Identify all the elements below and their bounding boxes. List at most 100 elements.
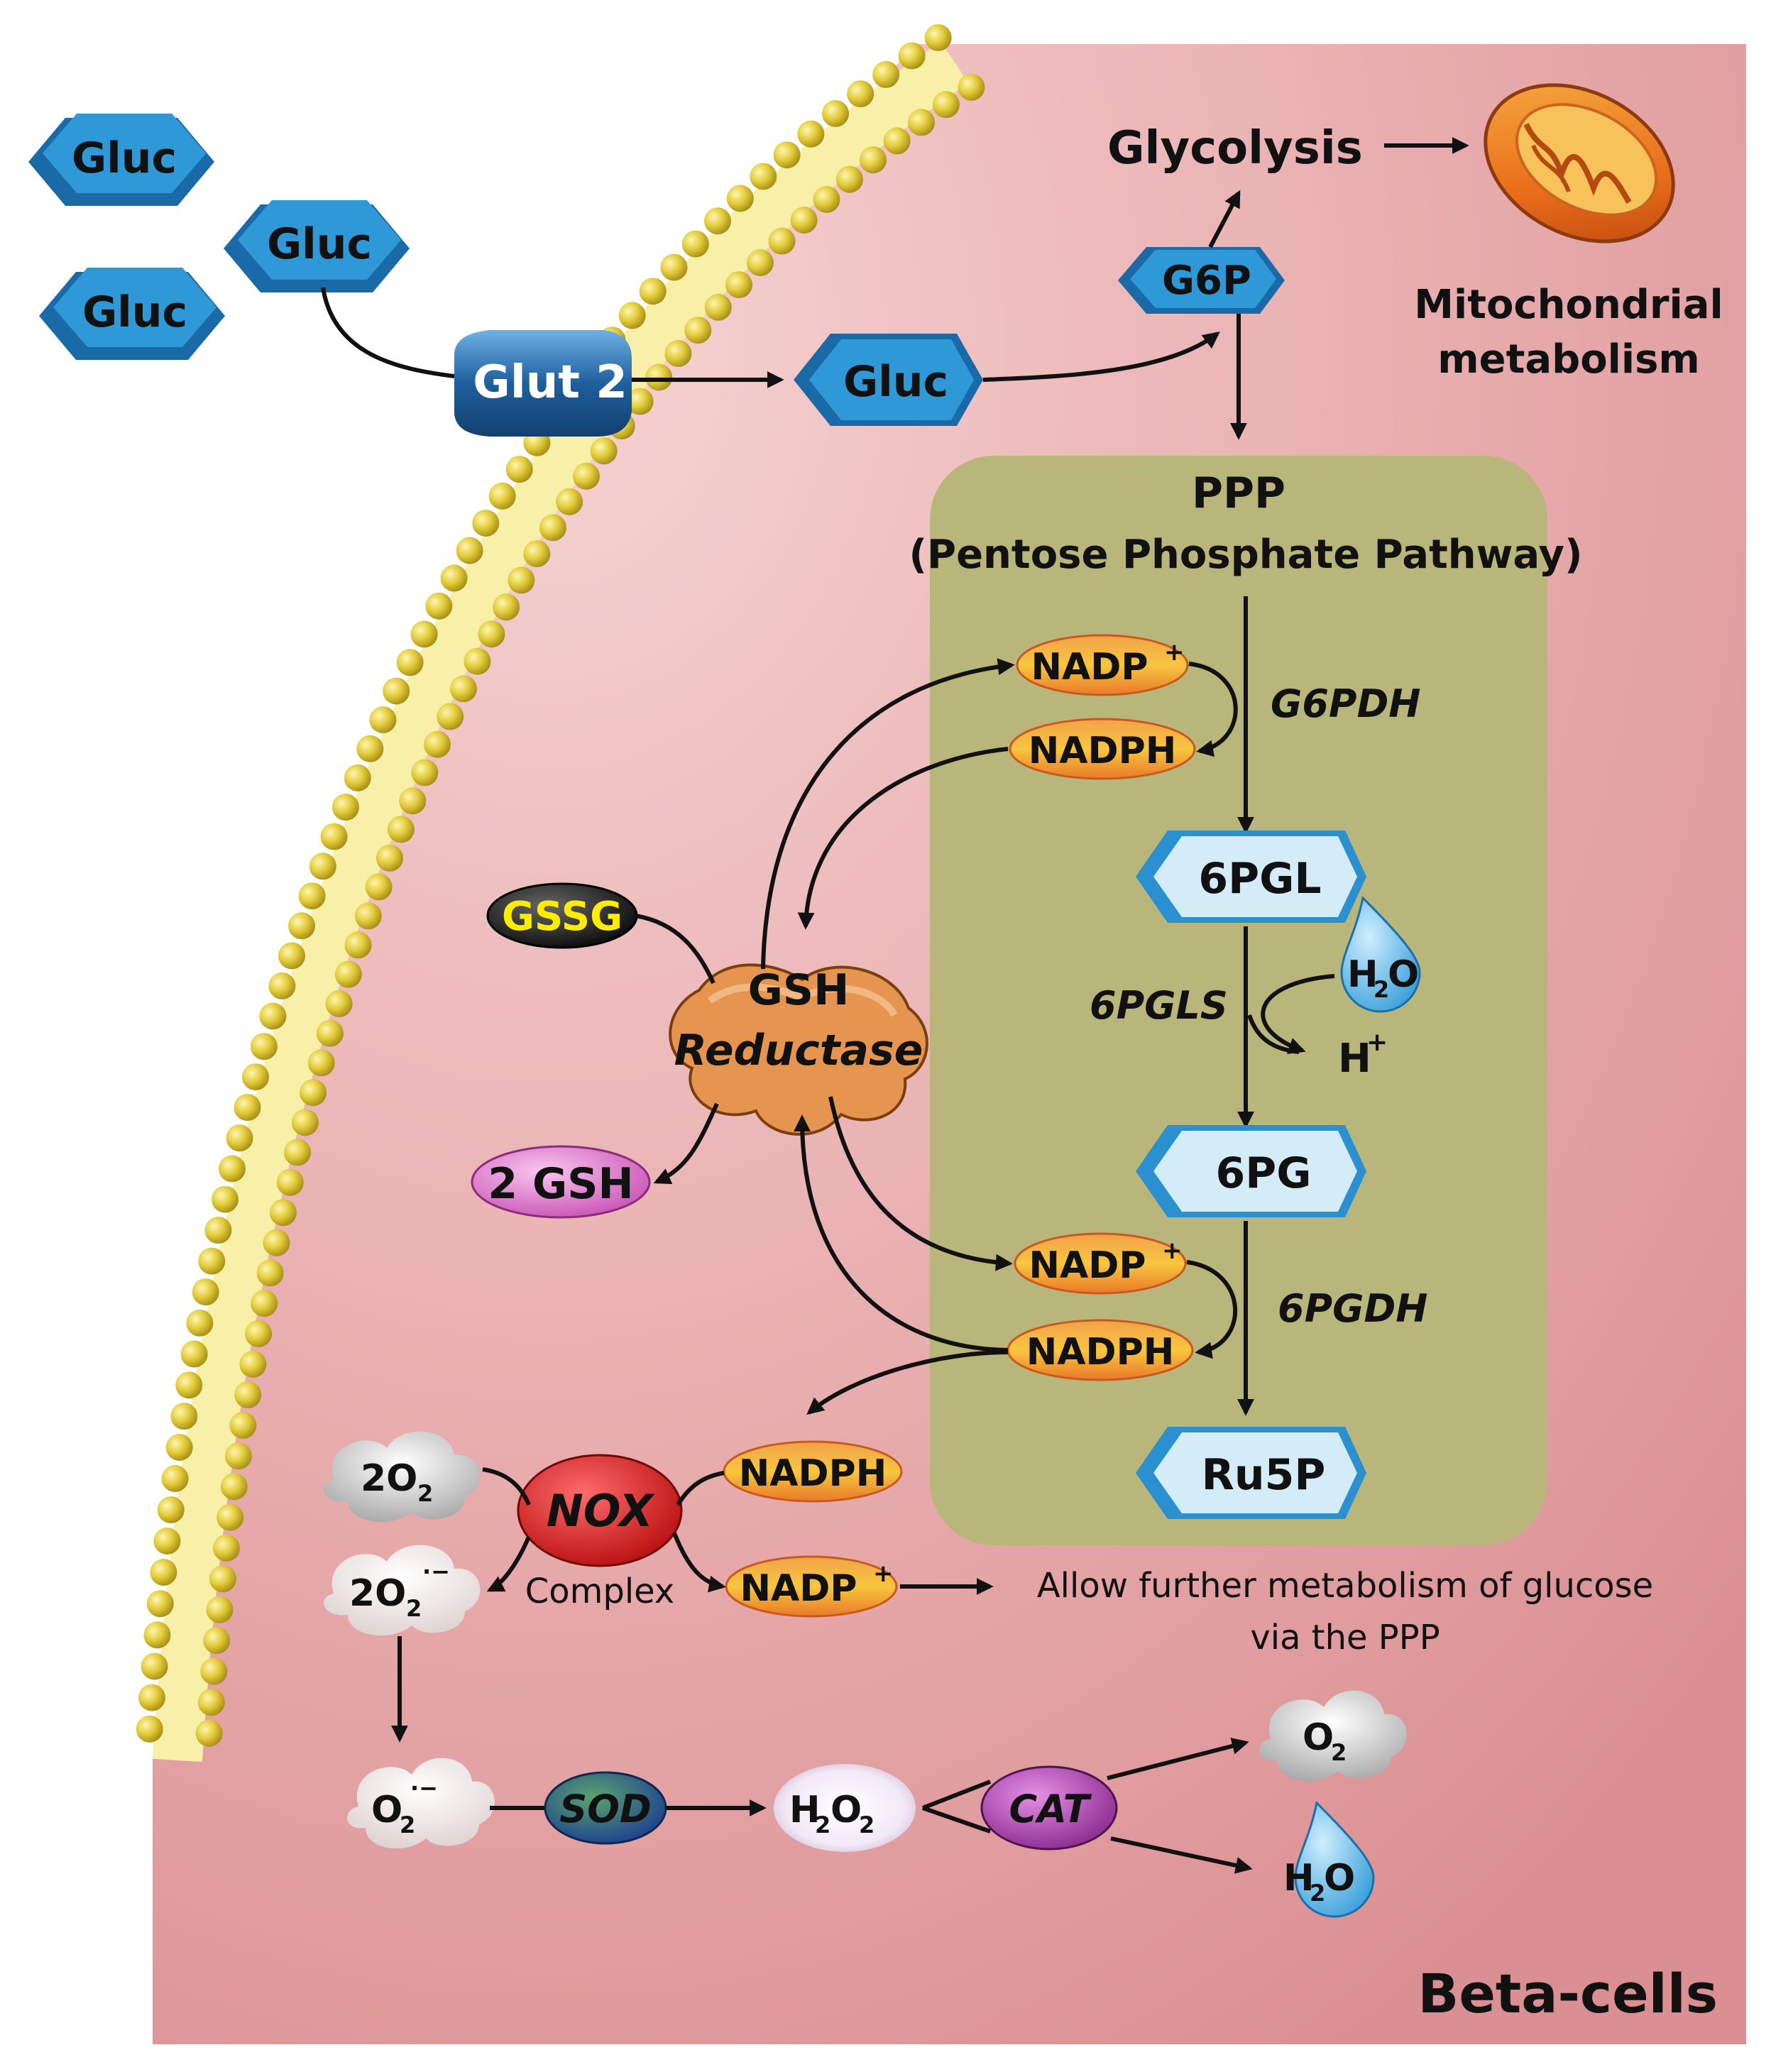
membrane-bead [464,647,491,675]
membrane-bead [424,730,451,758]
membrane-bead [425,592,453,620]
water-in-curve [1261,974,1335,1054]
membrane-bead [639,278,667,305]
nadp-plus-1: + [1164,638,1185,667]
intracellular-glucose-label: Gluc [843,357,948,407]
membrane-bead [234,1094,261,1122]
h2o2-h: H [789,1789,821,1831]
membrane-bead [224,1442,252,1470]
oxygen-cloud-out: O 2 [1259,1690,1407,1782]
membrane-bead [626,388,654,415]
membrane-bead [175,1371,203,1399]
membrane-bead [750,163,777,190]
membrane-bead [556,488,583,515]
membrane-bead [768,227,796,255]
membrane-bead [195,1719,223,1747]
membrane-bead [204,1217,232,1244]
membrane-bead [684,317,712,344]
membrane-bead [365,873,393,901]
nadph-to-nox-arrow [806,1350,1009,1415]
proton-h: H [1338,1036,1371,1082]
cat-to-water-arrow [1110,1836,1253,1874]
membrane-bead [681,230,709,258]
sixpgl-label: 6PGL [1198,854,1321,904]
membrane-bead [251,1290,278,1317]
cat-label: CAT [1009,1787,1092,1831]
membrane-bead [898,42,926,70]
mitochondrial-line2: metabolism [1437,336,1700,383]
water-out-o: O [1324,1857,1355,1900]
membrane-bead [573,462,600,490]
water-drop-icon: H 2 O [1340,895,1421,1013]
oxygen-cloud-in: 2O 2 [324,1431,481,1523]
superoxide-cloud-2: 2O 2 ·− [324,1545,481,1636]
membrane-bead [138,1684,165,1711]
membrane-bead [316,1019,344,1047]
mitochondrion-icon [1484,83,1675,243]
oxygen-to-nox-curve [482,1467,531,1506]
ru5p-molecule: Ru5P [1136,1427,1366,1519]
membrane-bead [704,207,731,235]
membrane-bead [325,990,353,1017]
membrane-bead [508,566,535,594]
membrane-bead [269,1199,297,1227]
g6p-to-glycolysis-arrow [1208,190,1241,248]
membrane-bead [396,649,424,676]
membrane-bead [539,514,566,542]
nadph-label-2: NADPH [1026,1331,1175,1374]
membrane-bead [383,677,410,705]
ppp-title: PPP [1192,468,1285,518]
glucose-to-g6p-arrow [982,331,1220,382]
sod-enzyme: SOD [544,1771,667,1845]
oxygen-in-sub: 2 [417,1480,433,1507]
membrane-bead [958,73,985,101]
membrane-bead [157,1496,185,1523]
membrane-bead [288,912,315,940]
membrane-bead [411,759,439,786]
membrane-bead [746,249,774,277]
membrane-bead [354,902,382,930]
membrane-bead [860,146,887,174]
membrane-bead [704,293,732,321]
water-h: H [1347,953,1378,996]
membrane-bead [136,1715,163,1743]
membrane-bead [226,1124,253,1152]
membrane-bead [180,1340,208,1368]
membrane-bead [146,1590,174,1618]
membrane-bead [203,1627,231,1655]
gssg-pill: GSSG [486,882,638,949]
membrane-bead [450,675,477,703]
membrane-bead [505,456,533,483]
membrane-bead [245,1320,273,1347]
membrane-bead [334,960,362,988]
cat-to-oxygen-arrow [1107,1738,1249,1780]
sixpg-label: 6PG [1216,1149,1312,1198]
further-metabolism-line1: Allow further metabolism of glucose [1037,1566,1653,1606]
glucose-label-1: Gluc [72,133,177,183]
nox-nadph-label: NADPH [739,1452,887,1495]
nox-to-superoxide-arrow [486,1535,531,1592]
sixpgl-molecule: 6PGL [1136,831,1366,923]
membrane-bead [268,972,296,999]
membrane-bead [387,816,415,843]
water-o: O [1388,953,1419,996]
membrane-bead [813,186,840,213]
g6pdh-label: G6PDH [1271,681,1421,726]
glucose-label-3: Gluc [82,287,187,337]
water-out-h: H [1283,1857,1315,1900]
sixpgdh-cofactor-curve [1186,1260,1238,1359]
sixpgls-label: 6PGLS [1090,983,1228,1028]
sixpg-molecule: 6PG [1136,1125,1366,1217]
oxygen-in-pre: 2O [361,1457,417,1500]
nox-nadp-pill: NADP + [725,1555,898,1618]
sod-label: SOD [559,1787,652,1831]
membrane-bead [165,1434,193,1461]
membrane-bead [161,1465,189,1492]
membrane-bead [250,1033,278,1060]
membrane-bead [645,363,673,391]
membrane-bead [256,1259,284,1287]
membrane-bead [206,1596,234,1623]
membrane-bead [186,1309,214,1337]
membrane-bead [660,253,688,281]
membrane-bead [307,1049,335,1077]
